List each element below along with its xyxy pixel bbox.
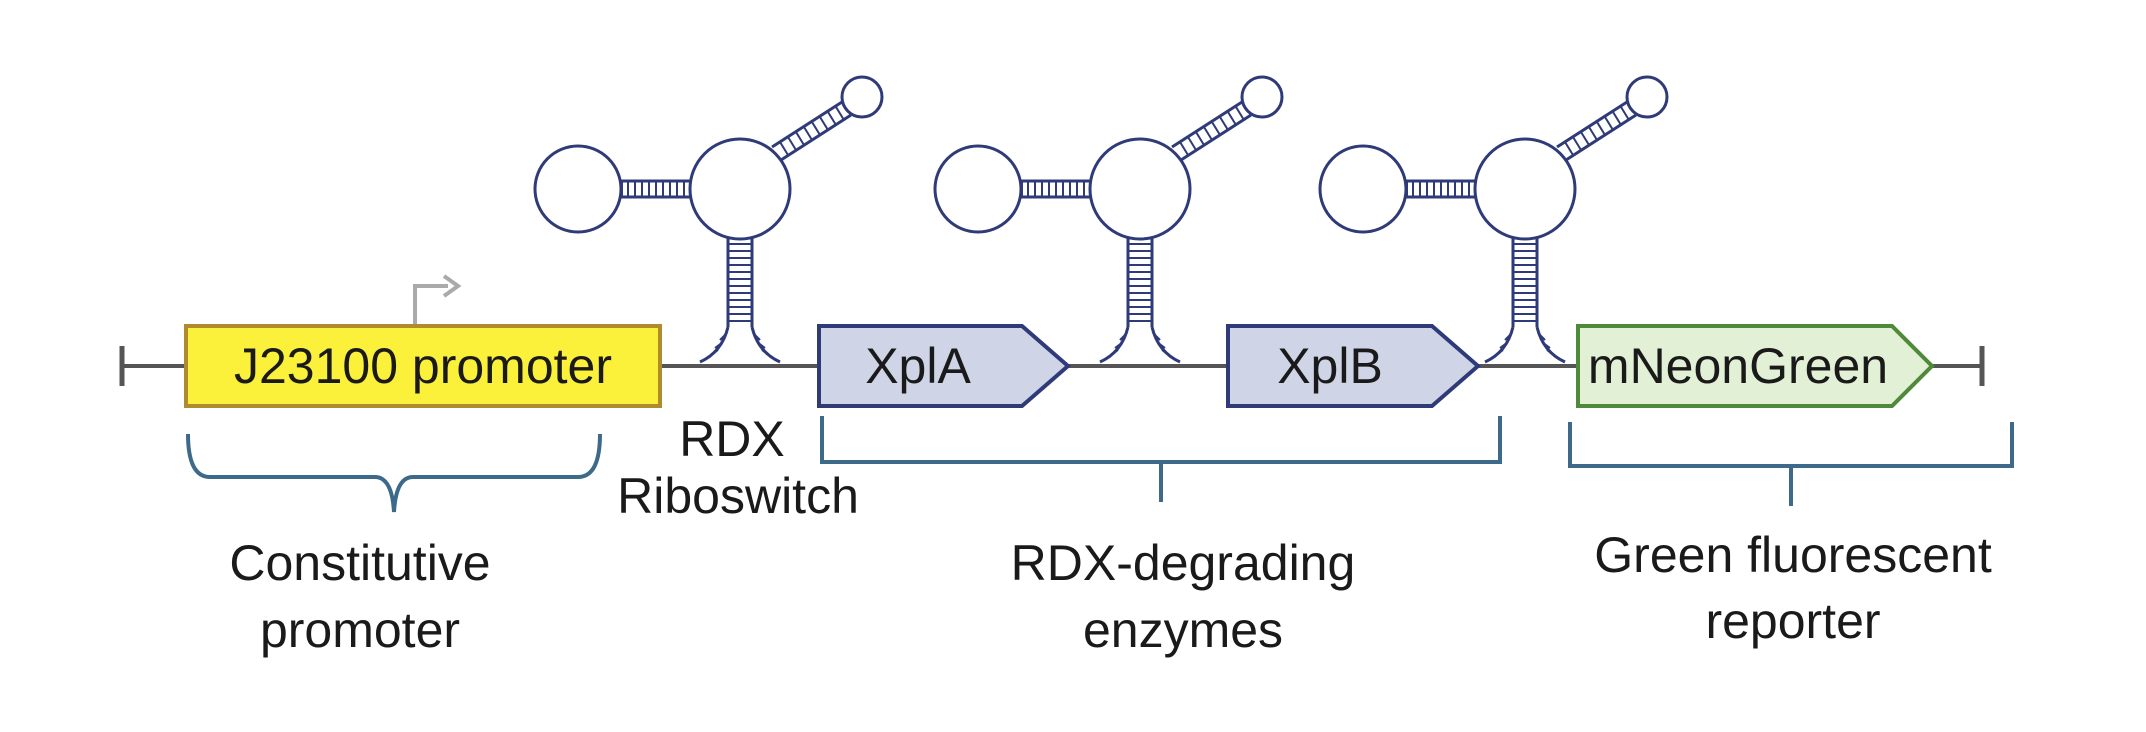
reporter-mneongreen: mNeonGreen [1576, 324, 1935, 408]
gene-xplb-label: XplB [1277, 338, 1383, 394]
group-constitutive-line2: promoter [260, 602, 460, 658]
group-enzymes-line1: RDX-degrading [1011, 535, 1356, 591]
bracket-enzymes [820, 416, 1502, 502]
riboswitch-label-line2: Riboswitch [617, 468, 859, 524]
bracket-constitutive [186, 433, 602, 513]
riboswitch-label-line1: RDX [679, 411, 785, 467]
gene-xpla-label: XplA [865, 338, 971, 394]
reporter-label: mNeonGreen [1588, 338, 1888, 394]
group-reporter-line1: Green fluorescent [1594, 527, 1992, 583]
gene-xpla: XplA [817, 324, 1072, 408]
group-reporter-line2: reporter [1705, 593, 1880, 649]
bent-arrow-icon [413, 274, 462, 326]
riboswitch-icon-3 [1318, 75, 1669, 364]
riboswitch-icon-1 [533, 75, 884, 364]
gene-xplb: XplB [1226, 324, 1482, 408]
group-constitutive-line1: Constitutive [229, 535, 490, 591]
bracket-reporter [1568, 422, 2014, 506]
promoter-part: J23100 promoter [184, 324, 662, 408]
promoter-label: J23100 promoter [234, 338, 612, 394]
riboswitch-icon-2 [933, 75, 1284, 364]
group-enzymes-line2: enzymes [1083, 602, 1283, 658]
